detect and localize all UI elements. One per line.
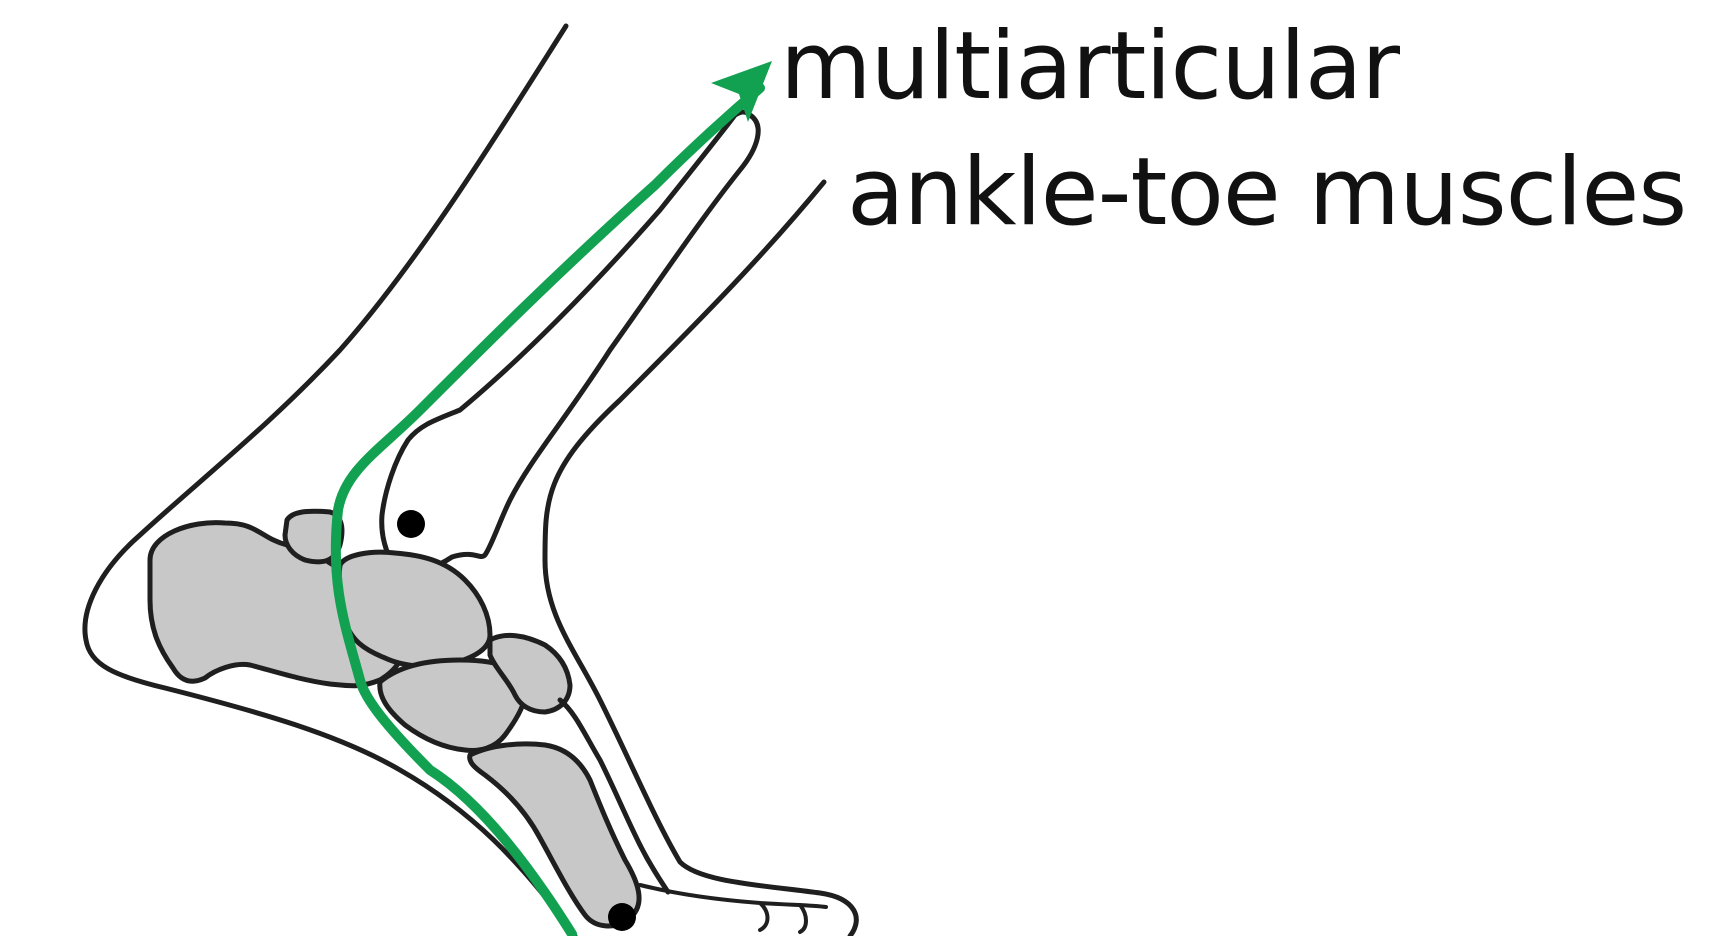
- toe-joint-marker: [608, 903, 636, 931]
- label-ankle-toe-muscles: ankle-toe muscles: [847, 146, 1686, 240]
- ankle-joint-marker: [397, 510, 425, 538]
- tibia-bone: [382, 112, 758, 571]
- label-multiarticular: multiarticular: [780, 20, 1399, 114]
- skin-outline-posterior: [85, 26, 575, 936]
